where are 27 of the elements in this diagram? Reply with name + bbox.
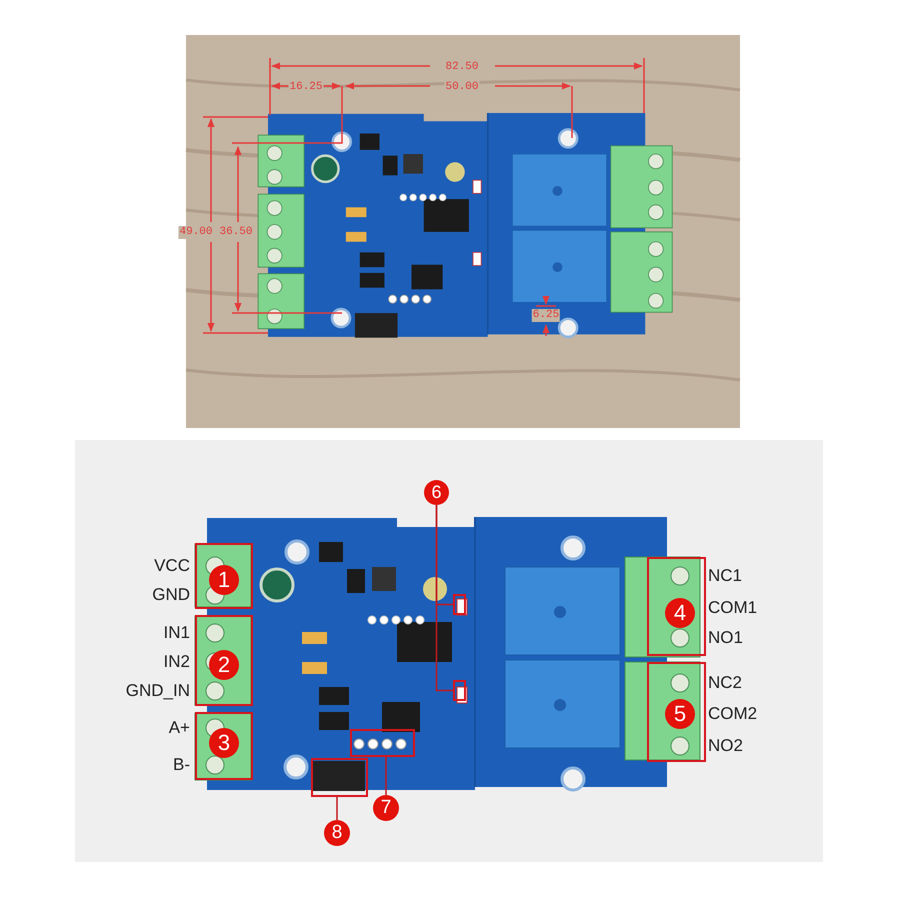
highlight-frame <box>195 615 253 706</box>
leader-line <box>336 797 338 820</box>
pin-label: A+ <box>168 719 190 736</box>
pin-label: VCC <box>154 557 190 574</box>
pin-label: COM2 <box>708 705 758 722</box>
highlight-frame <box>647 557 706 656</box>
pin-label: NO2 <box>708 737 743 754</box>
highlight-frame <box>453 594 466 615</box>
pin-label: NO1 <box>708 629 743 646</box>
pin-label: COM1 <box>708 599 758 616</box>
pin-label: B- <box>173 756 190 773</box>
leader-line <box>436 505 453 692</box>
highlight-frame <box>195 712 253 780</box>
pin-label: NC2 <box>708 674 742 691</box>
pin-label: GND <box>152 586 190 603</box>
highlight-frame <box>453 680 466 701</box>
highlight-frame <box>647 662 706 762</box>
dimension-label: 6.25 <box>532 309 560 322</box>
dimension-label: 49.00 <box>178 226 214 239</box>
highlight-frame <box>311 758 368 797</box>
highlight-frame <box>195 543 253 609</box>
pin-label: IN1 <box>164 624 190 641</box>
leader-line <box>385 757 387 795</box>
pin-label: GND_IN <box>126 682 190 699</box>
pin-label: NC1 <box>708 567 742 584</box>
highlight-frame <box>350 729 415 757</box>
pin-label: IN2 <box>164 653 190 670</box>
